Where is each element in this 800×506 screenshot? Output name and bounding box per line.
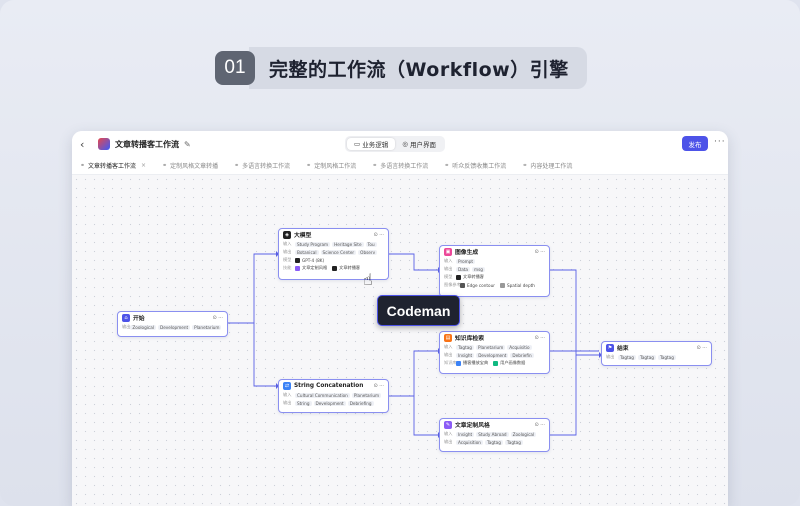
workflow-tab[interactable]: ⚭定制风格工作流 bbox=[306, 162, 357, 170]
concat-icon: ⇄ bbox=[283, 381, 291, 390]
publish-button[interactable]: 发布 bbox=[682, 136, 708, 151]
node-actions-icon[interactable]: ⊙ ··· bbox=[696, 344, 707, 351]
workflow-icon: ⚭ bbox=[522, 162, 528, 169]
workflow-tab[interactable]: ⚭文章转播客工作流× bbox=[80, 162, 147, 170]
tab-business-logic[interactable]: ▭ 业务逻辑 bbox=[347, 138, 396, 150]
hand-cursor-icon: ☝ bbox=[363, 270, 373, 289]
workflow-tab[interactable]: ⚭内容处理工作流 bbox=[522, 162, 573, 170]
model-icon bbox=[456, 274, 461, 280]
node-actions-icon[interactable]: ⊙ ··· bbox=[373, 231, 384, 238]
wire-start-llm bbox=[228, 253, 276, 324]
wire-start-concat bbox=[228, 322, 276, 387]
reference-icon bbox=[460, 282, 465, 288]
workflow-icon: ⚭ bbox=[234, 162, 240, 169]
end-icon: ⚑ bbox=[606, 343, 614, 352]
back-icon[interactable]: ‹ bbox=[80, 137, 85, 151]
skill-icon bbox=[332, 265, 338, 271]
workflow-tab[interactable]: ⚭听众反馈收集工作流 bbox=[444, 162, 507, 170]
dataset-icon bbox=[456, 360, 461, 366]
start-icon: ⌂ bbox=[122, 313, 130, 322]
more-icon[interactable]: ··· bbox=[714, 137, 726, 147]
step-number: 01 bbox=[215, 51, 255, 85]
close-icon[interactable]: × bbox=[141, 162, 147, 169]
app-title: 文章转播客工作流 bbox=[115, 139, 179, 149]
workflow-icon: ⚭ bbox=[444, 162, 450, 169]
workflow-icon: ⚭ bbox=[372, 162, 378, 169]
node-actions-icon[interactable]: ⊙ ··· bbox=[212, 314, 223, 321]
style-icon: ✎ bbox=[444, 420, 452, 429]
top-bar: ‹ 文章转播客工作流 ✎ ▭ 业务逻辑 ◎ 用户界面 发布 ··· bbox=[72, 131, 728, 157]
workflow-tab[interactable]: ⚭多语言转换工作流 bbox=[372, 162, 429, 170]
dataset-icon bbox=[493, 360, 499, 366]
connection-lines bbox=[228, 251, 602, 438]
knowledge-icon: ▤ bbox=[444, 333, 452, 342]
workflow-tabs: ⚭文章转播客工作流× ⚭定制风格文章转播 ⚭多语言转换工作流 ⚭定制风格工作流 … bbox=[72, 157, 728, 175]
tab-user-interface[interactable]: ◎ 用户界面 bbox=[402, 140, 436, 149]
wire-image-end bbox=[549, 269, 599, 356]
wire-concat-style bbox=[388, 395, 438, 436]
workflow-icon: ⚭ bbox=[80, 162, 86, 169]
edit-icon[interactable]: ✎ bbox=[184, 139, 191, 149]
view-switcher: ▭ 业务逻辑 ◎ 用户界面 bbox=[345, 136, 445, 152]
wire-style-end bbox=[549, 355, 577, 436]
node-actions-icon[interactable]: ⊙ ··· bbox=[534, 248, 545, 255]
skill-icon bbox=[295, 265, 300, 271]
workflow-tab[interactable]: ⚭多语言转换工作流 bbox=[234, 162, 291, 170]
workflow-icon: ⚭ bbox=[306, 162, 312, 169]
step-title: 完整的工作流（Workflow）引擎 bbox=[249, 47, 587, 89]
reference-icon bbox=[499, 282, 505, 288]
node-actions-icon[interactable]: ⊙ ··· bbox=[534, 421, 545, 428]
model-icon bbox=[295, 257, 300, 263]
image-icon: ▣ bbox=[444, 247, 452, 256]
node-actions-icon[interactable]: ⊙ ··· bbox=[534, 334, 545, 341]
llm-icon: ◈ bbox=[283, 230, 291, 239]
wire-concat-knowledge bbox=[388, 350, 438, 397]
folder-icon: ▭ bbox=[354, 140, 363, 148]
wire-llm-image bbox=[388, 253, 438, 271]
workflow-icon: ⚭ bbox=[162, 162, 168, 169]
step-header: 01 完整的工作流（Workflow）引擎 bbox=[215, 44, 587, 92]
palette-icon: ◎ bbox=[402, 140, 410, 148]
workflow-tab[interactable]: ⚭定制风格文章转播 bbox=[162, 162, 219, 170]
node-actions-icon[interactable]: ⊙ ··· bbox=[373, 382, 384, 389]
app-logo bbox=[98, 138, 110, 150]
user-cursor-label: Codeman bbox=[377, 295, 460, 326]
